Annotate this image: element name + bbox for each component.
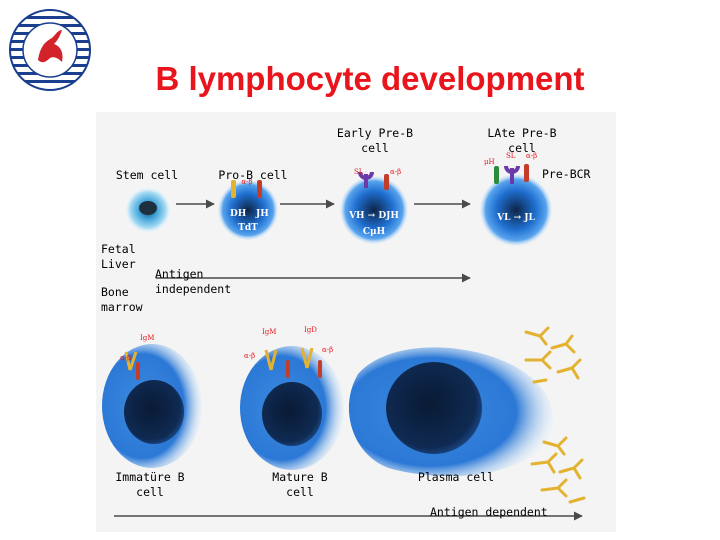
mat-ab2-mark: α-β (322, 346, 333, 354)
university-logo (8, 8, 92, 92)
late-mu-mark: μH (484, 158, 495, 166)
label-pro-b: Pro-B cell (218, 168, 288, 182)
antibodies-bottom (530, 436, 586, 504)
label-late-pre-b: LAte Pre-B cell (487, 126, 557, 155)
pro-b-tdt-mark: TdT (238, 223, 258, 233)
university-seal-icon (9, 9, 91, 91)
stem-cell-nucleus (139, 201, 157, 215)
label-mature-b: Mature B cell (272, 470, 328, 499)
early-cmu-mark: CμH (363, 227, 386, 237)
pro-b-d-mark: DH (230, 209, 247, 219)
late-pre-b-cell: μH SL α-β VL → JL (480, 152, 552, 246)
immature-b-cell: IgM α-β (102, 334, 202, 468)
imm-igm-mark: IgM (140, 334, 154, 342)
page-title: B lymphocyte development (155, 60, 585, 97)
late-ab-mark: α-β (526, 152, 537, 160)
pro-b-ab-mark: α-β (241, 178, 252, 186)
mat-igm-mark: IgM (262, 328, 276, 336)
mat-igd-mark: IgD (304, 326, 317, 334)
label-bone-marrow: Bone marrow (101, 285, 143, 314)
late-vj-mark: VL → JL (496, 213, 535, 223)
label-immature-b: Immatüre B cell (115, 470, 185, 499)
label-stem-cell: Stem cell (115, 168, 179, 182)
pro-b-cell: α-β DH JH TdT (218, 178, 278, 240)
development-diagram: α-β DH JH TdT SL α-β VH → DJH CμH μH SL … (96, 112, 616, 532)
mature-b-cell: IgM IgD α-β α-β (240, 326, 344, 470)
plasma-cell (348, 347, 553, 477)
label-fetal-liver: Fetal Liver (101, 242, 136, 271)
early-pre-b-cell: SL α-β VH → DJH CμH (340, 168, 408, 244)
imm-ab-mark: α-β (120, 354, 131, 362)
early-sl-mark: SL (354, 168, 364, 176)
early-ab-mark: α-β (390, 168, 401, 176)
label-plasma-cell: Plasma cell (417, 470, 495, 484)
mat-ab1-mark: α-β (244, 352, 255, 360)
antibodies-top (524, 326, 582, 384)
early-vdj-mark: VH → DJH (348, 211, 399, 221)
label-early-pre-b: Early Pre-B cell (336, 126, 414, 155)
late-sl-mark: SL (506, 152, 516, 160)
label-antigen-independent: Antigen independent (155, 267, 232, 296)
pro-b-j-mark: JH (255, 209, 269, 219)
label-pre-bcr: Pre-BCR (542, 167, 591, 181)
label-antigen-dependent: Antigen dependent (430, 505, 548, 519)
